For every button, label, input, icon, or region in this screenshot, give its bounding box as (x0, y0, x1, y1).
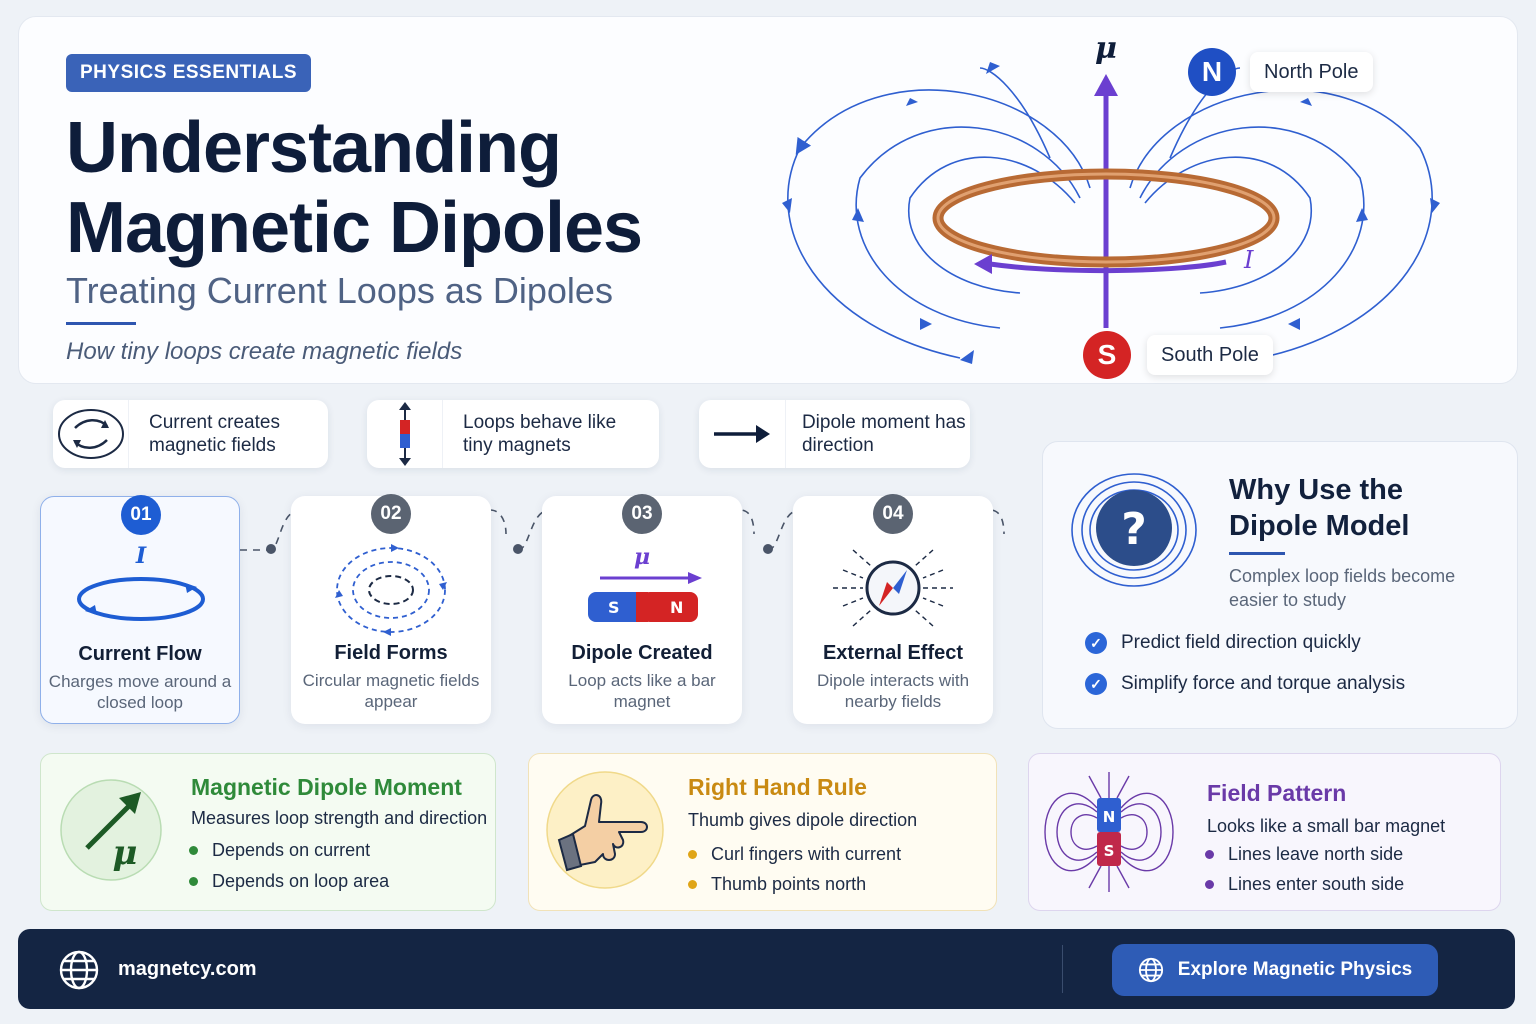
check-text: Simplify force and torque analysis (1121, 673, 1406, 694)
why-title: Why Use the Dipole Model (1229, 474, 1410, 542)
current-loop-icon: I (77, 543, 205, 621)
card-subtitle: Thumb gives dipole direction (688, 810, 918, 830)
feature-text: Loops behave like tiny magnets (463, 412, 617, 456)
question-mark: ? (1121, 504, 1147, 555)
card-field-pattern: N S Field Pattern Looks like a small bar… (1028, 753, 1501, 911)
footer-bar: magnetcy.com Explore Magnetic Physics (18, 929, 1515, 1009)
bar-magnet-field-icon: N S (1044, 772, 1174, 892)
step-desc: Charges move around a closed loop (48, 672, 232, 712)
step-field-forms: 02 Field Forms Circular magnetic fields … (291, 494, 491, 724)
south-letter: S (1104, 842, 1115, 860)
south-pole-label: South Pole (1147, 335, 1273, 375)
north-letter: N (670, 598, 683, 617)
page-subtitle: Treating Current Loops as Dipoles (66, 270, 613, 311)
step-desc: Loop acts like a bar magnet (568, 671, 716, 711)
mu-symbol: μ (634, 544, 650, 570)
feature-text: Current creates magnetic fields (149, 412, 280, 456)
check-text: Predict field direction quickly (1121, 632, 1361, 653)
card-right-hand-rule: Right Hand Rule Thumb gives dipole direc… (528, 753, 997, 911)
title-line-2: Magnetic Dipoles (66, 188, 643, 268)
card-title: Magnetic Dipole Moment (191, 774, 462, 800)
card-title: Right Hand Rule (688, 774, 867, 800)
bullet-text: Depends on loop area (212, 871, 390, 891)
title-divider (66, 322, 136, 325)
check-icon: ✓ (1085, 673, 1107, 695)
bar-magnet-icon: μ S N (588, 544, 702, 622)
bullet-text: Depends on current (212, 840, 371, 860)
step-dipole-created: 03 μ S N Dipole Created Loop acts like a… (542, 494, 742, 724)
step-title: Current Flow (78, 643, 202, 665)
page-title: Understanding Magnetic Dipoles (66, 108, 643, 268)
card-bullet: Lines enter south side (1205, 874, 1404, 895)
card-title: Field Pattern (1207, 780, 1347, 806)
north-letter: N (1103, 808, 1116, 826)
question-icon: ? (1071, 473, 1197, 587)
title-line-1: Understanding (66, 108, 562, 188)
mu-arrow-icon: μ (60, 779, 162, 881)
bullet-text: Curl fingers with current (711, 844, 902, 864)
feature-text: Dipole moment has direction (801, 412, 966, 456)
compass-icon (833, 549, 953, 627)
step-title: Dipole Created (571, 642, 713, 664)
step-title: External Effect (822, 642, 964, 664)
step-title: Field Forms (334, 642, 448, 664)
card-bullet: Depends on loop area (189, 871, 389, 892)
check-item: ✓ Simplify force and torque analysis (1085, 673, 1405, 695)
explore-button-label: Explore Magnetic Physics (1177, 959, 1413, 980)
bullet-text: Lines leave north side (1228, 844, 1404, 864)
north-pole-label: North Pole (1250, 52, 1373, 92)
feature-dipole-direction: Dipole moment has direction (699, 400, 970, 468)
check-item: ✓ Predict field direction quickly (1085, 632, 1361, 654)
explore-button[interactable]: Explore Magnetic Physics (1112, 944, 1438, 996)
step-desc: Dipole interacts with nearby fields (816, 671, 970, 711)
hand-icon (546, 771, 664, 889)
mu-label: μ (1095, 31, 1117, 66)
category-tag: PHYSICS ESSENTIALS (66, 54, 311, 92)
field-lines (787, 67, 1433, 359)
step-badge: 01 (121, 495, 161, 535)
feature-current-fields: Current creates magnetic fields (53, 400, 328, 468)
why-dipole-panel: ? Why Use the Dipole Model Complex loop … (1042, 441, 1518, 729)
site-link[interactable]: magnetcy.com (118, 958, 257, 980)
card-bullet: Thumb points north (688, 874, 866, 895)
south-letter: S (608, 598, 620, 617)
card-bullet: Curl fingers with current (688, 844, 901, 865)
card-bullet: Lines leave north side (1205, 844, 1403, 865)
tagline: How tiny loops create magnetic fields (66, 338, 463, 365)
current-symbol: I (135, 543, 147, 569)
current-direction-arrow (989, 259, 1227, 274)
step-badge: 02 (371, 494, 411, 534)
arrow-right-icon (699, 400, 786, 468)
globe-icon (1138, 957, 1163, 983)
why-subtitle: Complex loop fields become easier to stu… (1229, 566, 1456, 610)
feature-tiny-magnets: Loops behave like tiny magnets (367, 400, 659, 468)
current-loop-diagram: μ I (782, 31, 1440, 364)
circular-field-icon (335, 544, 447, 636)
footer-divider (1062, 945, 1063, 993)
step-desc: Circular magnetic fields appear (302, 671, 480, 711)
globe-icon (59, 950, 99, 990)
south-pole-badge: S (1083, 331, 1131, 379)
bullet-text: Lines enter south side (1228, 874, 1405, 894)
card-subtitle: Looks like a small bar magnet (1207, 816, 1446, 836)
step-current-flow: 01 I Current Flow Charges move around a … (40, 495, 240, 724)
step-badge: 04 (873, 494, 913, 534)
card-dipole-moment: μ Magnetic Dipole Moment Measures loop s… (40, 753, 496, 911)
step-external-effect: 04 External Effect Dipole interacts with… (793, 494, 993, 724)
check-icon: ✓ (1085, 632, 1107, 654)
why-divider (1229, 552, 1285, 555)
current-label: I (1243, 246, 1254, 274)
card-bullet: Depends on current (189, 840, 370, 861)
north-pole-badge: N (1188, 48, 1236, 96)
bar-magnet-icon (367, 400, 443, 468)
bullet-text: Thumb points north (711, 874, 867, 894)
step-badge: 03 (622, 494, 662, 534)
mu-symbol: μ (113, 833, 138, 873)
card-subtitle: Measures loop strength and direction (191, 808, 488, 828)
circular-arrows-icon (53, 400, 129, 468)
